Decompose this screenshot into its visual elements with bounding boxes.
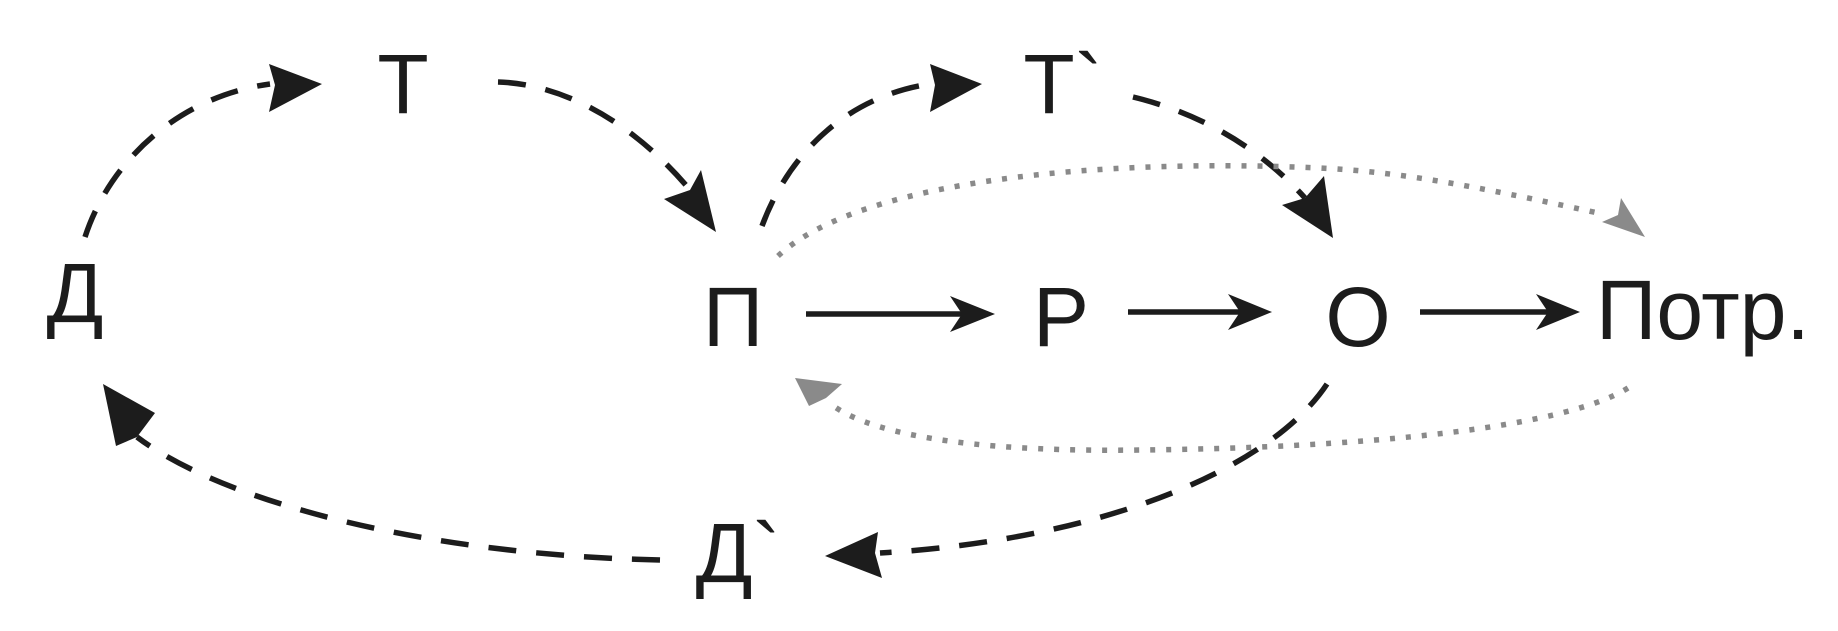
edge-p-to-t-prime	[759, 64, 982, 227]
edge-o-to-d-prime	[825, 382, 1330, 578]
edge-t-to-p	[497, 79, 716, 232]
edge-p-to-potr-dotted	[776, 163, 1645, 259]
edge-o-to-potr	[1420, 294, 1580, 330]
arrowhead	[795, 378, 842, 406]
edge-t-prime-to-o	[1132, 94, 1333, 238]
edge-p-to-r	[806, 296, 995, 332]
arrowhead	[269, 64, 322, 112]
arrowhead	[1536, 294, 1580, 330]
arrowhead	[950, 296, 995, 332]
node-d: Д	[47, 246, 104, 340]
node-t-prime: Т`	[1023, 37, 1102, 131]
arrowhead	[930, 64, 982, 112]
node-o: О	[1325, 270, 1390, 364]
edge-potr-to-p-dotted	[795, 378, 1630, 453]
node-d-prime: Д`	[696, 506, 781, 600]
arrowhead	[825, 532, 882, 578]
arrowhead	[1228, 294, 1272, 330]
arrowhead	[103, 384, 155, 446]
node-t: Т	[377, 37, 428, 131]
edge-d-to-t	[82, 64, 322, 238]
arrowhead	[1602, 198, 1645, 237]
edge-d-prime-to-d	[103, 384, 661, 563]
arrowhead	[1282, 176, 1333, 238]
arrowhead	[664, 170, 716, 232]
node-p: П	[703, 270, 763, 364]
node-potr: Потр.	[1596, 263, 1810, 357]
edge-r-to-o	[1128, 294, 1272, 330]
node-r: Р	[1033, 270, 1089, 364]
